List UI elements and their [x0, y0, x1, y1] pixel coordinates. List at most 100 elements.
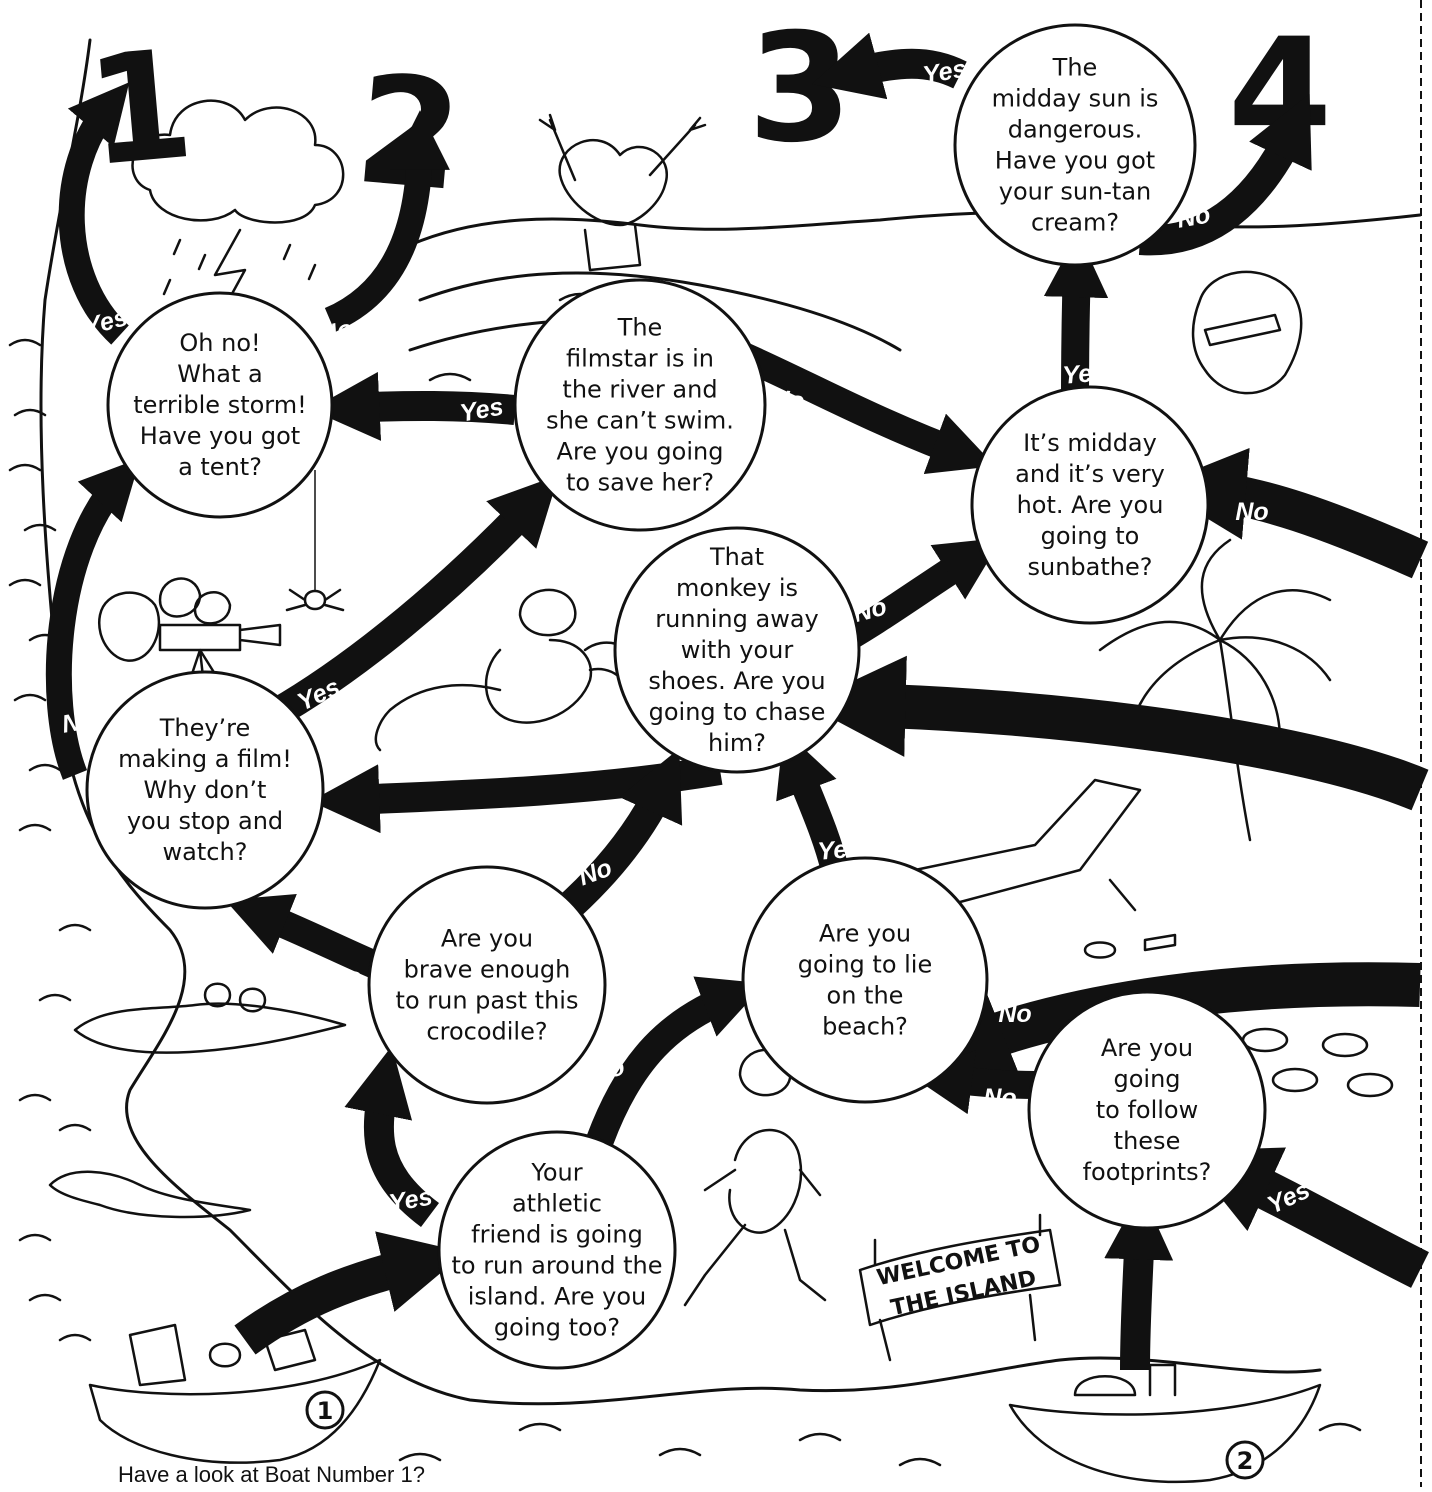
question-crocodile-line: Are you — [441, 925, 533, 953]
question-midday-line: It’s midday — [1023, 429, 1157, 457]
question-athletic-line: going too? — [494, 1314, 620, 1342]
question-footprints-line: footprints? — [1083, 1158, 1212, 1186]
label-film-no: No — [60, 705, 98, 738]
outcome-3: 3 — [748, 2, 852, 176]
arrow-sun-yes-to-3 — [811, 32, 967, 100]
question-sun-line: midday sun is — [992, 85, 1159, 113]
sunglasses-woman-doodle — [1191, 270, 1303, 395]
question-monkey-line: with your — [681, 636, 794, 664]
question-monkey-circle — [613, 526, 861, 774]
question-midday-line: sunbathe? — [1028, 553, 1153, 581]
question-midday-circle — [970, 385, 1210, 625]
welcome-sign: WELCOME TO THE ISLAND — [858, 1213, 1062, 1362]
question-footprints-line: going — [1113, 1065, 1180, 1093]
question-athletic-line: friend is going — [471, 1221, 643, 1249]
question-film-line: Why don’t — [144, 776, 267, 804]
question-filmstar-line: The — [617, 314, 663, 342]
question-midday-line: going to — [1041, 522, 1140, 550]
question-midday: It’s midday and it’s very hot. Are you goin… — [970, 385, 1210, 625]
label-monkey-yes: Yes — [611, 735, 659, 770]
question-storm-line: What a — [177, 360, 262, 388]
question-filmstar-line: filmstar is in — [566, 345, 714, 373]
sea-waves — [8, 292, 1362, 1467]
question-beach-line: on the — [827, 982, 904, 1010]
label-sunbathe-no: No — [1235, 498, 1268, 526]
boat-2-number: 2 — [1237, 1447, 1254, 1475]
question-storm-line: terrible storm! — [133, 391, 307, 419]
question-monkey-line: running away — [655, 605, 819, 633]
question-athletic: Your athletic friend is going to run around… — [437, 1130, 677, 1370]
question-beach-line: beach? — [822, 1013, 908, 1041]
question-athletic-line: to run around the — [451, 1252, 662, 1280]
arrow-sunbathe-no-in — [1154, 447, 1429, 579]
page-caption: Have a look at Boat Number 1? — [118, 1462, 425, 1487]
question-sun-line: cream? — [1031, 209, 1119, 237]
question-storm-line: Have you got — [140, 422, 300, 450]
question-monkey-line: going to chase — [649, 698, 826, 726]
arrow-crocodile-no-to-monkey — [550, 748, 683, 927]
boat-2: 2 — [1008, 1363, 1322, 1484]
coastline — [39, 38, 1422, 1406]
question-film-line: watch? — [163, 838, 248, 866]
question-storm-line: Oh no! — [179, 329, 260, 357]
question-beach-line: going to lie — [798, 951, 932, 979]
question-film-line: you stop and — [127, 807, 283, 835]
question-storm-line: a tent? — [178, 453, 262, 481]
question-storm: Oh no! What a terrible storm! Have you got a… — [106, 291, 334, 519]
question-footprints-line: to follow — [1096, 1096, 1199, 1124]
question-beach: Are you going to lie on the beach? — [741, 856, 989, 1104]
question-film-line: making a film! — [118, 745, 292, 773]
monkey-with-shoes-doodle — [374, 588, 637, 752]
question-sun-line: Have you got — [995, 147, 1155, 175]
question-crocodile-line: to run past this — [396, 987, 579, 1015]
question-sun-line: The — [1052, 54, 1098, 82]
arrow-footprints-no-to-beach — [908, 1050, 1036, 1115]
question-sun-line: your sun-tan — [999, 178, 1152, 206]
question-monkey-line: him? — [708, 729, 766, 757]
label-sun-no: No — [1175, 200, 1213, 233]
question-footprints-circle — [1027, 990, 1267, 1230]
arrow-athletic-yes-to-crocodile — [344, 1046, 440, 1227]
question-filmstar-line: the river and — [562, 376, 717, 404]
question-crocodile-circle — [367, 865, 607, 1105]
question-filmstar-line: to save her? — [566, 469, 714, 497]
arrow-film-no-to-storm — [45, 458, 141, 780]
boat-1-badge — [305, 1390, 345, 1430]
arrow-storm-yes-to-1 — [58, 82, 130, 345]
question-athletic-line: Your — [530, 1159, 582, 1187]
question-sun-line: dangerous. — [1008, 116, 1143, 144]
boat-1: 1 — [88, 1323, 382, 1464]
question-beach-line: Are you — [819, 920, 911, 948]
question-monkey-line: That — [709, 543, 764, 571]
arrow-boat2-to-footprints — [1104, 1190, 1174, 1371]
label-east-no: No — [998, 1000, 1031, 1028]
question-athletic-circle — [437, 1130, 677, 1370]
arrow-boat1-to-athletic — [234, 1231, 466, 1355]
question-film-line: They’re — [159, 714, 251, 742]
arrow-athletic-no-to-beach — [586, 976, 766, 1145]
question-midday-line: hot. Are you — [1017, 491, 1164, 519]
question-crocodile-line: brave enough — [404, 956, 571, 984]
question-filmstar-circle — [513, 278, 767, 532]
question-athletic-line: island. Are you — [468, 1283, 647, 1311]
question-monkey-line: monkey is — [676, 574, 798, 602]
question-midday-line: and it’s very — [1015, 460, 1165, 488]
crocodile-doodle — [48, 982, 347, 1219]
footprints-doodle — [1241, 1027, 1394, 1098]
arrow-film-yes-to-filmstar — [247, 474, 559, 739]
question-sun-circle — [953, 23, 1197, 267]
arrow-crocodile-yes-to-film — [225, 894, 381, 978]
question-athletic-line: athletic — [512, 1190, 602, 1218]
question-film-circle — [85, 670, 325, 910]
arrow-east-to-monkey — [804, 655, 1429, 811]
arrow-filmstar-yes-to-storm — [310, 371, 517, 441]
arrow-storm-no-to-2 — [324, 110, 450, 332]
boat-2-badge — [1225, 1440, 1265, 1480]
arrow-east-yes-to-footprints — [1183, 1147, 1429, 1288]
question-sun: The midday sun is dangerous. Have you got yo… — [953, 23, 1197, 267]
arrow-beach-yes-to-monkey — [776, 729, 849, 874]
